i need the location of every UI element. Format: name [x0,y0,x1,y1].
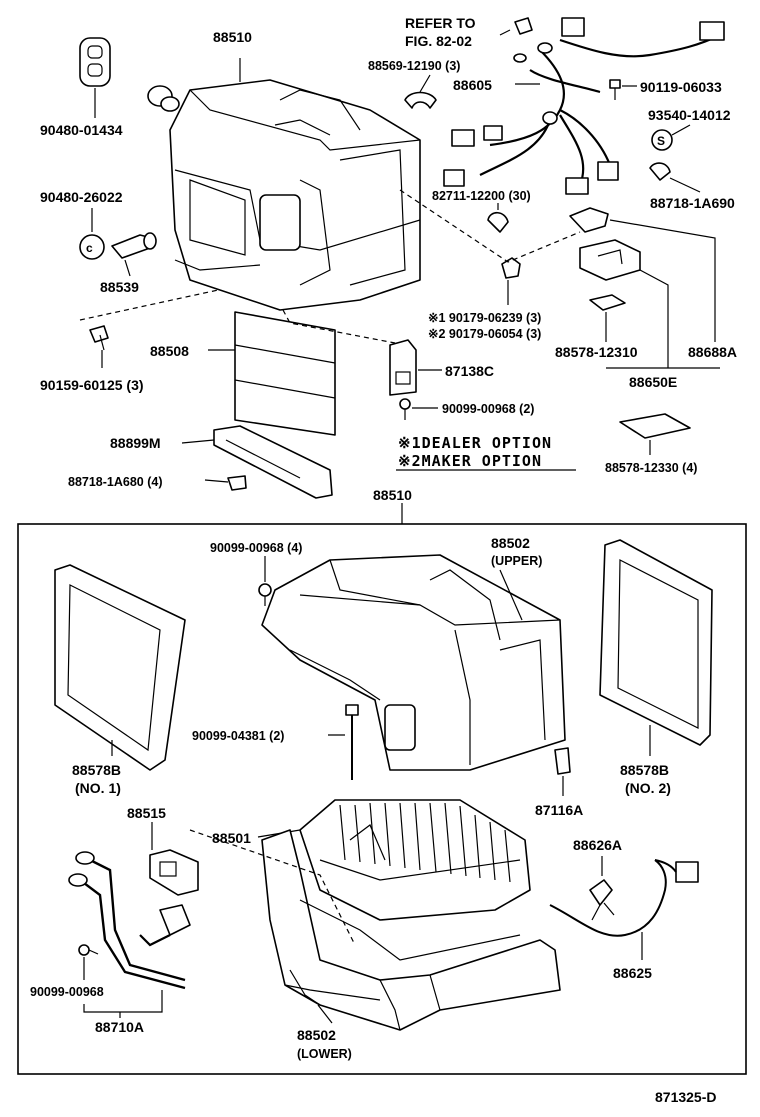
lower-case-88502-part [261,829,561,1031]
label-88899m: 88899M [110,435,161,451]
label-88718-1a690: 88718-1A690 [650,195,735,211]
bolt-90099-04381-part [345,704,359,780]
label-82711: 82711-12200 (30) [432,189,531,203]
figure-id: 871325-D [655,1089,717,1105]
label-88502-lower-sub: (LOWER) [297,1047,352,1061]
seal-88578b-no1-part [54,564,186,771]
label-90119: 90119-06033 [640,79,722,95]
label-88578b-no1-sub: (NO. 1) [75,780,121,796]
label-90099-00968: 90099-00968 [30,985,104,999]
clip-88718-1a690-part [649,162,671,181]
label-90480-26022: 90480-26022 [40,189,123,205]
label-90480-01434: 90480-01434 [40,122,123,138]
label-88510-top: 88510 [213,29,252,45]
label-88688a: 88688A [688,344,737,360]
grommet-90480-01434-part [79,37,111,87]
label-88605: 88605 [453,77,492,93]
label-88578b-no2-sub: (NO. 2) [625,780,671,796]
label-90099-00968-4: 90099-00968 (4) [210,541,302,555]
svg-text:S: S [657,134,665,148]
label-88502-upper-sub: (UPPER) [491,554,542,568]
bolt-90119-part [609,79,621,100]
label-88578-12330: 88578-12330 (4) [605,461,697,475]
label-90159: 90159-60125 (3) [40,377,144,393]
wire-harness-88605-part [443,17,725,195]
maker-option-note: ※2MAKER OPTION [398,452,542,470]
dealer-option-note: ※1DEALER OPTION [398,434,552,452]
seal-88578b-no2-part [599,539,713,746]
nut-90179-part [501,257,521,279]
valve-88515-part [149,849,199,896]
label-88578b-no2: 88578B [620,762,669,778]
label-88569: 88569-12190 (3) [368,59,460,73]
label-93540: 93540-14012 [648,107,731,123]
evaporator-88501-part [299,799,531,921]
amplifier-part [579,239,641,281]
label-88578-12310: 88578-12310 [555,344,638,360]
bolt-ref-part [499,17,533,36]
label-88510-box: 88510 [373,487,412,503]
label-88539: 88539 [100,279,139,295]
label-88502-upper: 88502 [491,535,530,551]
screw-90099-00968-4-part [258,583,272,606]
upper-case-88502-part [261,554,566,771]
filter-88508-part [234,311,336,436]
clamp-88569-part [404,91,437,109]
clip-87116a-part [554,747,571,775]
label-88718-1a680: 88718-1A680 (4) [68,475,163,489]
label-88501: 88501 [212,830,251,846]
clip-88718-1a680-part [227,475,247,491]
screw-90159-part [89,325,109,351]
hose-88539-part [111,232,157,259]
clip-88626a-part [589,879,615,921]
bracket-part [569,207,609,233]
label-90099-04381: 90099-04381 (2) [192,729,284,743]
clip-93540-part: S [651,129,673,151]
cooling-unit-88510-part [147,79,421,311]
refer-to-note: REFER TO [405,15,476,31]
case-88899m-part [213,425,333,499]
label-88710a: 88710A [95,1019,144,1035]
svg-text:c: c [86,241,93,255]
label-88650e: 88650E [629,374,677,390]
label-90099-00968-2: 90099-00968 (2) [442,402,534,416]
screw-90099-00968-part [78,944,99,956]
label-90179-1: ※1 90179-06239 (3) [428,311,541,325]
label-88625: 88625 [613,965,652,981]
label-87116a: 87116A [535,802,583,818]
sensor-88578-12310-part [589,294,626,311]
label-90179-2: ※2 90179-06054 (3) [428,327,541,341]
grommet-90480-26022-part: c [79,234,105,260]
tube-88710a-part [68,851,191,990]
assembly-frame [17,523,747,1075]
thermistor-88625-part [549,859,699,937]
label-88626a: 88626A [573,837,622,853]
sensor-88578-12330-part [619,413,691,439]
screw-90099-00968-2-part [399,398,411,420]
label-88578b-no1: 88578B [72,762,121,778]
label-88508: 88508 [150,343,189,359]
label-87138c: 87138C [445,363,494,379]
label-88502-lower: 88502 [297,1027,336,1043]
resistor-87138c-part [389,339,417,396]
clamp-82711-part [487,211,509,233]
label-88515: 88515 [127,805,166,821]
refer-to-fig: FIG. 82-02 [405,33,472,49]
